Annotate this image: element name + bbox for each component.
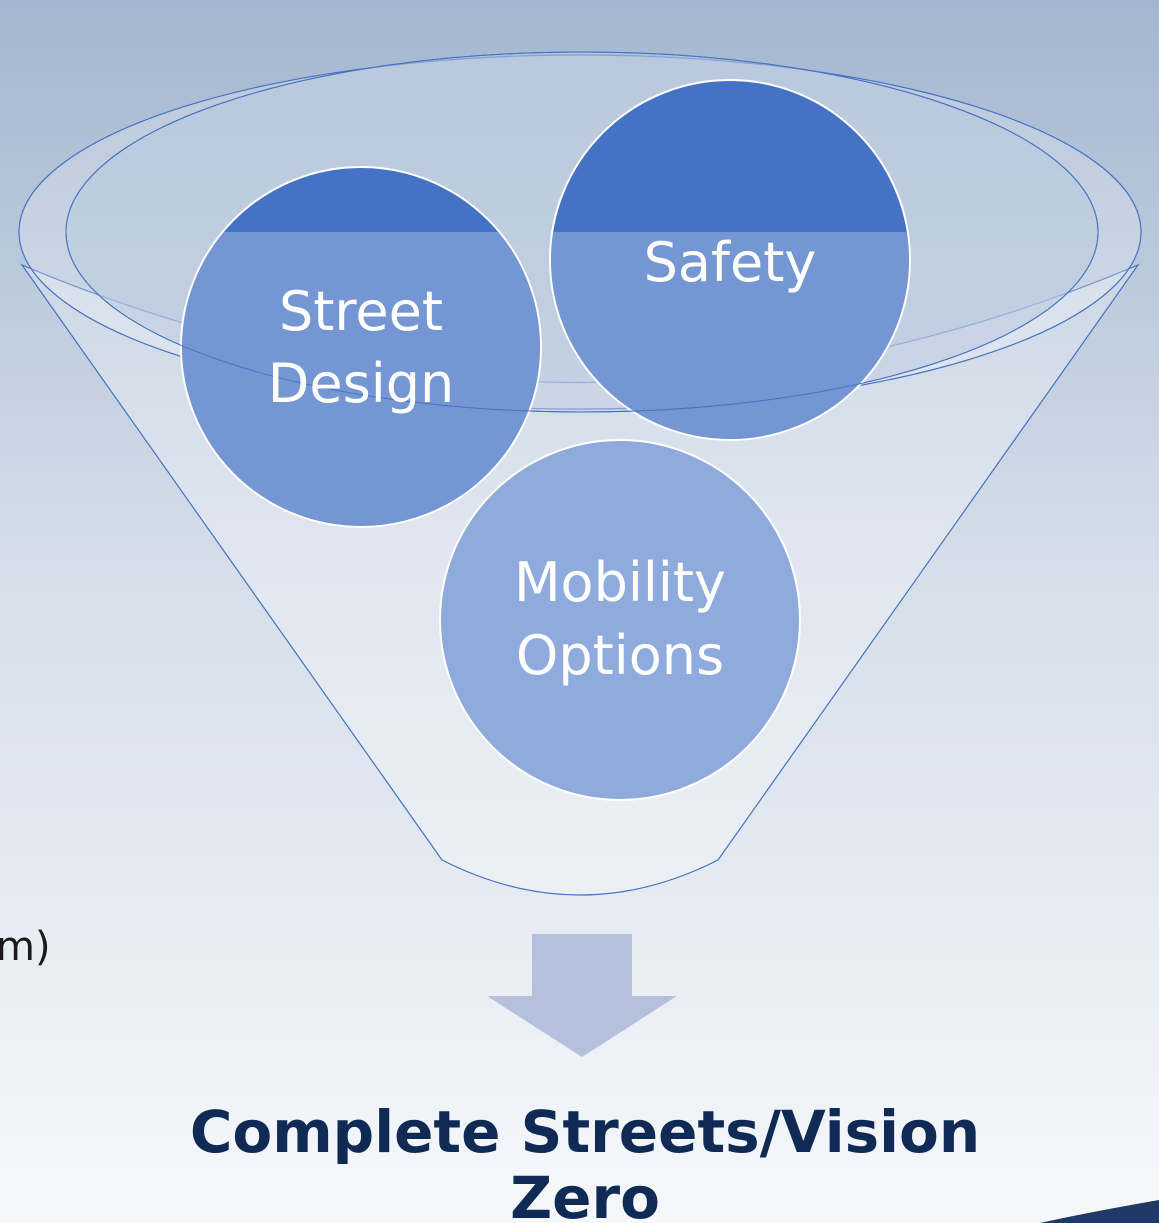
corner-swoosh	[1040, 1200, 1159, 1223]
safety-lower-shade	[551, 232, 909, 439]
label-mobility-options-line2: Options	[516, 624, 724, 687]
street-design-lower-shade	[182, 232, 540, 526]
result-title-line2: Zero	[510, 1164, 660, 1223]
label-street-design-line1: Street	[279, 280, 443, 343]
funnel-inner-rim-front	[65, 51, 1099, 413]
label-safety: Safety	[644, 231, 817, 294]
label-street-design-line2: Design	[268, 352, 454, 415]
result-title-line1: Complete Streets/Vision	[190, 1098, 980, 1166]
side-text-fragment: m)	[0, 924, 51, 970]
label-mobility-options-line1: Mobility	[514, 551, 726, 614]
down-arrow-icon	[487, 934, 677, 1057]
circle-mobility-options	[439, 439, 801, 801]
